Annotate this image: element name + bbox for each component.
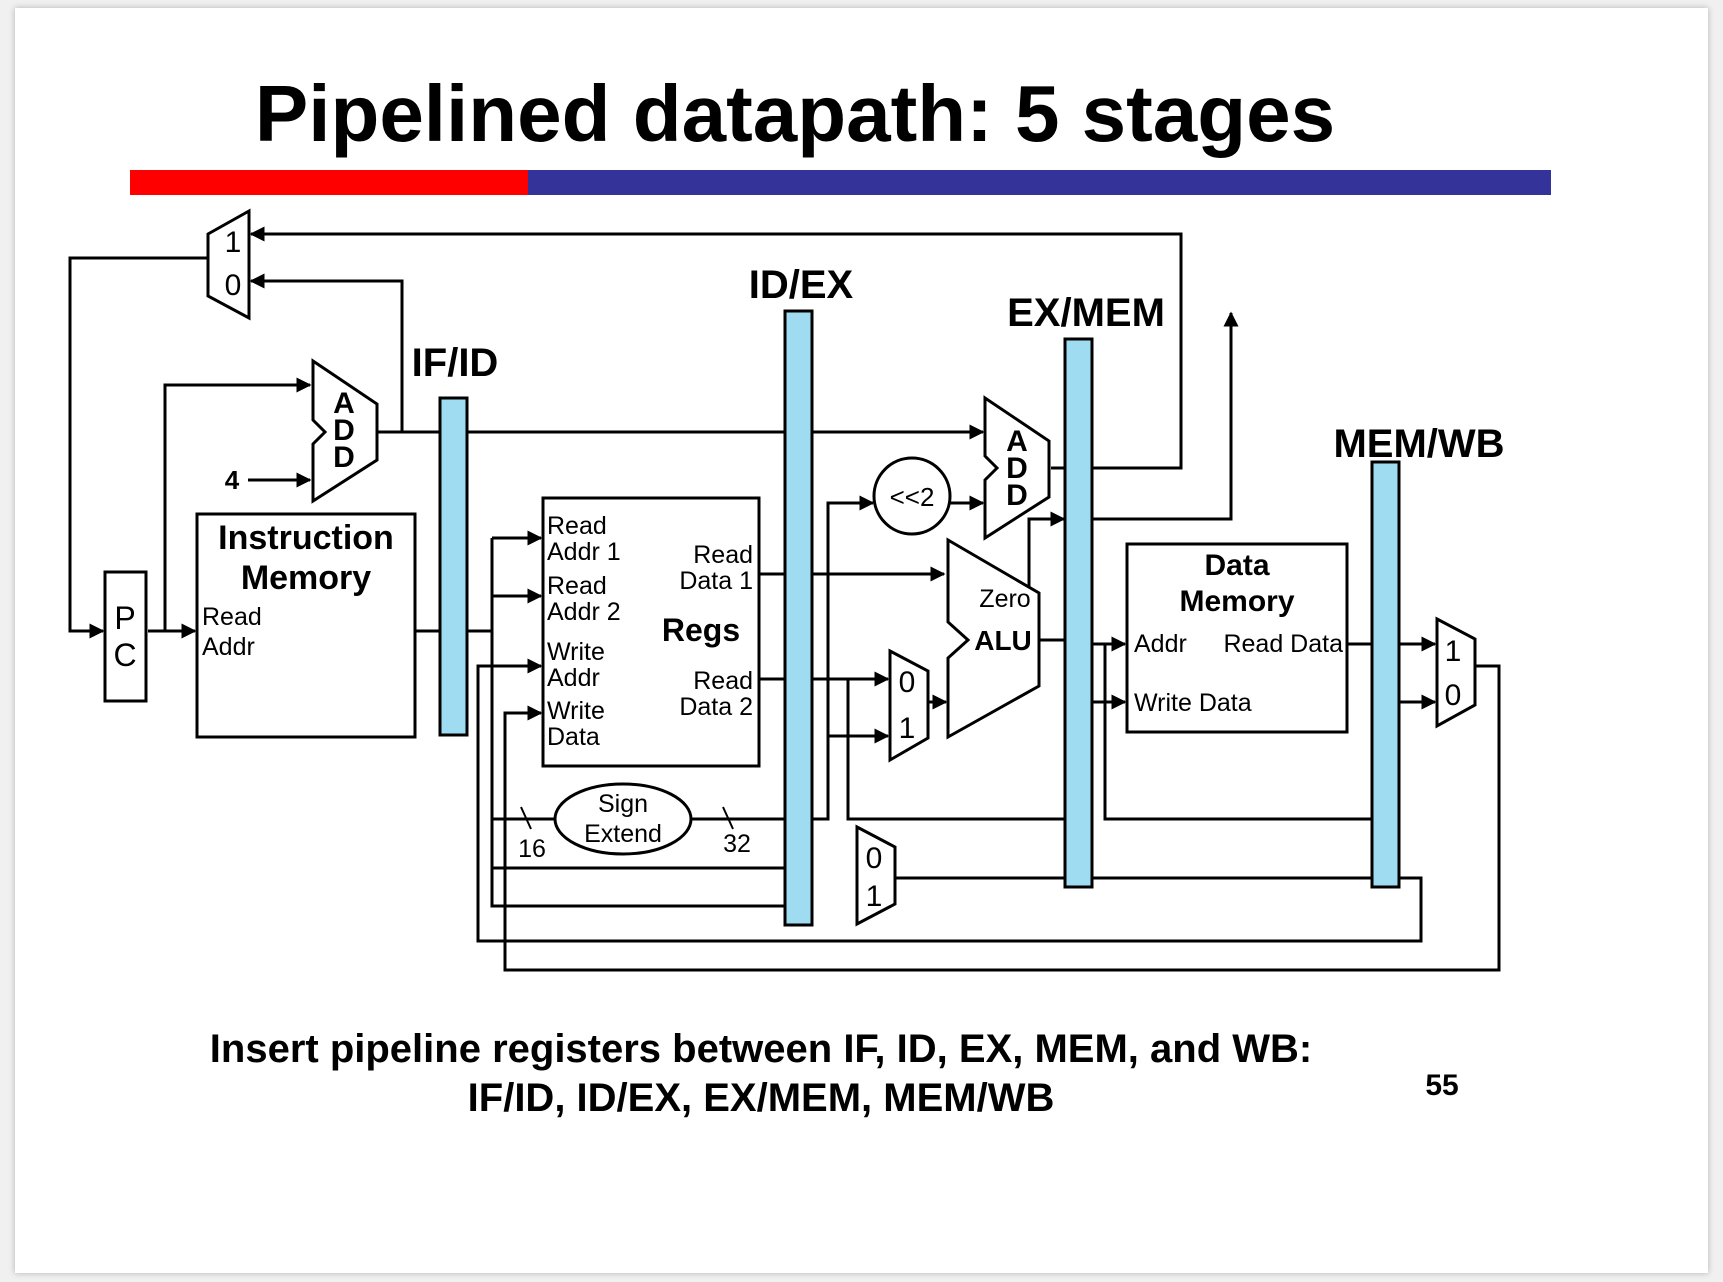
pc-adder-letter-1: A [333, 387, 355, 420]
data-memory-addr: Addr [1134, 630, 1187, 658]
data-memory-read-data: Read Data [1223, 630, 1343, 658]
regs-title: Regs [662, 612, 740, 648]
title-bar-red [130, 170, 528, 195]
slide-title: Pipelined datapath: 5 stages [255, 69, 1335, 158]
regs-read-addr2-l2: Addr 2 [547, 598, 621, 626]
branch-adder-letter-1: A [1006, 425, 1028, 458]
page-number: 55 [1425, 1069, 1458, 1102]
alu: Zero ALU [946, 537, 1041, 740]
ex-mem-label: EX/MEM [1007, 291, 1165, 335]
data-memory-title-1: Data [1204, 549, 1269, 582]
regs-read-addr2-l1: Read [547, 572, 607, 600]
shift-left-2: <<2 [872, 456, 952, 536]
pc-label-p: P [114, 600, 135, 636]
wb-mux-input-0: 0 [1445, 679, 1462, 712]
instruction-memory-title-1: Instruction [218, 519, 394, 557]
caption-line-1: Insert pipeline registers between IF, ID… [210, 1027, 1312, 1071]
dest-reg-mux: 0 1 [855, 824, 897, 927]
data-memory-title-2: Memory [1179, 585, 1294, 618]
pc-adder: A D D 4 [225, 358, 379, 504]
if-id-label: IF/ID [412, 341, 499, 385]
shift-left-2-label: <<2 [890, 482, 935, 512]
pc-mux-input-1: 1 [225, 226, 242, 259]
alu-label: ALU [974, 625, 1032, 656]
instruction-memory-title-2: Memory [241, 559, 371, 597]
pipeline-register-ex-mem: EX/MEM [1007, 291, 1165, 889]
pipeline-register-id-ex: ID/EX [749, 263, 854, 927]
sign-extend-line1: Sign [598, 790, 648, 818]
alu-zero-label: Zero [979, 585, 1030, 613]
title-bar-blue [528, 170, 1551, 195]
wires [68, 226, 1501, 972]
pipelined-datapath-diagram: Pipelined datapath: 5 stages [68, 69, 1551, 1120]
sign-extend-in-width: 16 [518, 835, 546, 863]
regs-write-data-l2: Data [547, 723, 600, 751]
id-ex-label: ID/EX [749, 263, 854, 307]
instruction-memory: Instruction Memory Read Addr [195, 512, 417, 739]
pc-adder-letter-3: D [333, 441, 355, 474]
dest-mux-input-1: 1 [866, 880, 883, 913]
pc-adder-letter-2: D [333, 414, 355, 447]
dest-mux-input-0: 0 [866, 842, 883, 875]
register-file: Read Addr 1 Read Addr 2 Write Addr Write… [541, 496, 761, 768]
data-memory-write-data: Write Data [1134, 689, 1252, 717]
regs-write-addr-l1: Write [547, 638, 605, 666]
pipeline-register-mem-wb: MEM/WB [1333, 422, 1505, 889]
pc-mux: 1 0 [206, 208, 251, 321]
pc-label-c: C [113, 637, 136, 673]
sign-extend-out-width: 32 [723, 830, 751, 858]
wb-mux: 1 0 [1435, 616, 1477, 729]
regs-read-addr1-l1: Read [547, 512, 607, 540]
regs-read-data2-l2: Data 2 [679, 693, 753, 721]
pc-register: P C [103, 570, 148, 703]
pipeline-register-if-id: IF/ID [412, 341, 499, 737]
alu-src-mux: 0 1 [888, 648, 930, 763]
branch-adder-letter-3: D [1006, 479, 1028, 512]
regs-read-data1-l2: Data 1 [679, 567, 753, 595]
data-memory: Data Memory Addr Read Data Write Data [1125, 542, 1349, 734]
slide: Pipelined datapath: 5 stages [15, 8, 1708, 1273]
pc-adder-const: 4 [225, 465, 240, 495]
pc-mux-input-0: 0 [225, 269, 242, 302]
mem-wb-label: MEM/WB [1333, 422, 1504, 466]
instruction-memory-port-addr: Addr [202, 633, 255, 661]
wb-mux-input-1: 1 [1445, 635, 1462, 668]
sign-extend: Sign Extend 16 32 [518, 782, 751, 863]
regs-read-data2-l1: Read [693, 667, 753, 695]
branch-adder-letter-2: D [1006, 452, 1028, 485]
sign-extend-line2: Extend [584, 820, 662, 848]
regs-write-addr-l2: Addr [547, 664, 600, 692]
regs-read-data1-l1: Read [693, 541, 753, 569]
regs-write-data-l1: Write [547, 697, 605, 725]
alu-mux-input-0: 0 [899, 666, 916, 699]
regs-read-addr1-l2: Addr 1 [547, 538, 621, 566]
caption-line-2: IF/ID, ID/EX, EX/MEM, MEM/WB [468, 1076, 1055, 1120]
branch-adder: A D D [983, 395, 1051, 541]
alu-mux-input-1: 1 [899, 712, 916, 745]
instruction-memory-port-read: Read [202, 603, 262, 631]
